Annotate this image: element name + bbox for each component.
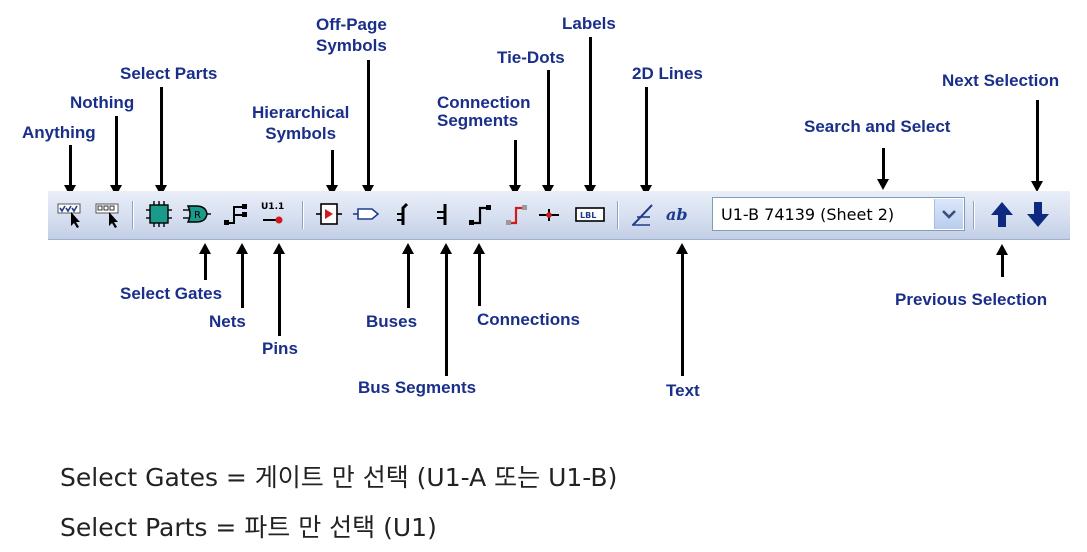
callout-previous-selection: Previous Selection bbox=[895, 290, 1048, 309]
arrow-connections bbox=[473, 243, 485, 306]
text-icon-label: ab bbox=[666, 205, 688, 224]
callout-nets: Nets bbox=[209, 312, 246, 331]
connection-segment-icon bbox=[506, 205, 527, 225]
select-nothing-icon bbox=[95, 203, 119, 228]
callout-search-and-select: Search and Select bbox=[804, 117, 951, 136]
callout-anything: Anything bbox=[22, 123, 96, 142]
callout-select-parts: Select Parts bbox=[120, 64, 218, 83]
arrow-anything bbox=[64, 145, 76, 196]
callout-hierarchical-symbols: Hierarchical Symbols bbox=[252, 103, 350, 143]
callout-connections: Connections bbox=[477, 310, 580, 329]
arrow-nets bbox=[236, 243, 248, 308]
arrow-bus-segments bbox=[440, 243, 452, 376]
arrow-connection-segments bbox=[509, 140, 521, 196]
search-select-value: U1-B 74139 (Sheet 2) bbox=[721, 205, 895, 224]
svg-text:R: R bbox=[194, 210, 201, 221]
toolbar-separator bbox=[302, 201, 304, 229]
label-icon-text: LBL bbox=[580, 211, 596, 220]
arrow-nothing bbox=[110, 116, 122, 196]
toolbar-separator bbox=[973, 201, 975, 229]
arrow-up-icon bbox=[991, 202, 1013, 227]
select-pins-button[interactable]: U1.1 bbox=[259, 199, 289, 229]
select-buses-button[interactable] bbox=[391, 199, 421, 229]
arrow-previous-selection bbox=[996, 244, 1008, 277]
arrow-hierarchical-symbols bbox=[326, 150, 338, 196]
callout-bus-segments: Bus Segments bbox=[358, 378, 477, 397]
select-bus-segments-button[interactable] bbox=[429, 199, 459, 229]
select-2d-lines-button[interactable] bbox=[628, 199, 658, 229]
callout-pins: Pins bbox=[262, 339, 298, 358]
text-icon: ab bbox=[666, 205, 688, 224]
select-text-button[interactable]: ab bbox=[663, 199, 693, 229]
connection-icon bbox=[469, 205, 491, 225]
arrow-select-gates bbox=[199, 243, 211, 280]
select-tie-dots-button[interactable] bbox=[535, 199, 565, 229]
tie-dot-icon bbox=[539, 209, 559, 221]
arrow-search-and-select bbox=[877, 148, 889, 190]
callout-labels: Labels bbox=[562, 14, 616, 33]
toolbar-separator bbox=[617, 201, 619, 229]
hierarchical-symbol-icon bbox=[316, 203, 342, 225]
callout-text: Text bbox=[666, 381, 700, 400]
arrow-off-page-symbols bbox=[362, 60, 374, 196]
arrow-text bbox=[676, 243, 688, 376]
2d-line-icon bbox=[632, 204, 653, 226]
select-anything-button[interactable] bbox=[55, 199, 85, 229]
callout-off-page-symbols: Off-Page Symbols bbox=[316, 15, 387, 55]
off-page-symbol-icon bbox=[353, 208, 380, 220]
note-select-gates: Select Gates = 게이트 만 선택 (U1-A 또는 U1-B) bbox=[60, 463, 618, 492]
select-nothing-button[interactable] bbox=[93, 199, 123, 229]
callout-tie-dots: Tie-Dots bbox=[497, 48, 565, 67]
arrow-down-icon bbox=[1027, 202, 1049, 227]
arrow-2d-lines bbox=[640, 87, 652, 196]
chip-icon bbox=[146, 201, 172, 227]
bus-icon bbox=[397, 202, 409, 225]
select-connections-button[interactable] bbox=[466, 199, 496, 229]
callout-nothing: Nothing bbox=[70, 93, 135, 112]
arrow-pins bbox=[273, 243, 285, 336]
callout-next-selection: Next Selection bbox=[942, 71, 1060, 90]
callout-2d-lines: 2D Lines bbox=[632, 64, 703, 83]
note-select-parts: Select Parts = 파트 만 선택 (U1) bbox=[60, 513, 437, 542]
search-select-dropdown[interactable]: U1-B 74139 (Sheet 2) bbox=[712, 197, 965, 231]
selection-toolbar: R U1.1 bbox=[48, 191, 1070, 240]
arrow-labels bbox=[584, 37, 596, 196]
arrow-buses bbox=[402, 243, 414, 308]
chevron-down-icon bbox=[942, 210, 956, 219]
toolbar-separator bbox=[132, 201, 134, 229]
dropdown-toggle-button[interactable] bbox=[934, 199, 963, 229]
next-selection-button[interactable] bbox=[1023, 199, 1053, 229]
select-parts-button[interactable] bbox=[144, 199, 174, 229]
label-icon: LBL bbox=[575, 207, 605, 222]
select-anything-icon bbox=[57, 203, 81, 228]
select-off-page-symbols-button[interactable] bbox=[352, 199, 382, 229]
callout-buses: Buses bbox=[366, 312, 418, 331]
arrow-next-selection bbox=[1031, 100, 1043, 192]
select-labels-button[interactable]: LBL bbox=[573, 199, 607, 229]
arrow-select-parts bbox=[155, 87, 167, 196]
pin-icon-label: U1.1 bbox=[261, 202, 284, 212]
arrow-tie-dots bbox=[542, 70, 554, 196]
select-gates-button[interactable]: R bbox=[182, 199, 212, 229]
select-nets-button[interactable] bbox=[222, 199, 252, 229]
select-hierarchical-symbols-button[interactable] bbox=[314, 199, 344, 229]
previous-selection-button[interactable] bbox=[987, 199, 1017, 229]
callout-select-gates: Select Gates bbox=[120, 284, 223, 303]
bus-segment-icon bbox=[437, 204, 447, 225]
gate-icon: R bbox=[183, 205, 211, 223]
callout-connection-segments: Connection Segments bbox=[437, 93, 531, 130]
pin-icon: U1.1 bbox=[261, 202, 284, 224]
select-connection-segments-button[interactable] bbox=[502, 199, 532, 229]
net-icon bbox=[224, 204, 247, 225]
